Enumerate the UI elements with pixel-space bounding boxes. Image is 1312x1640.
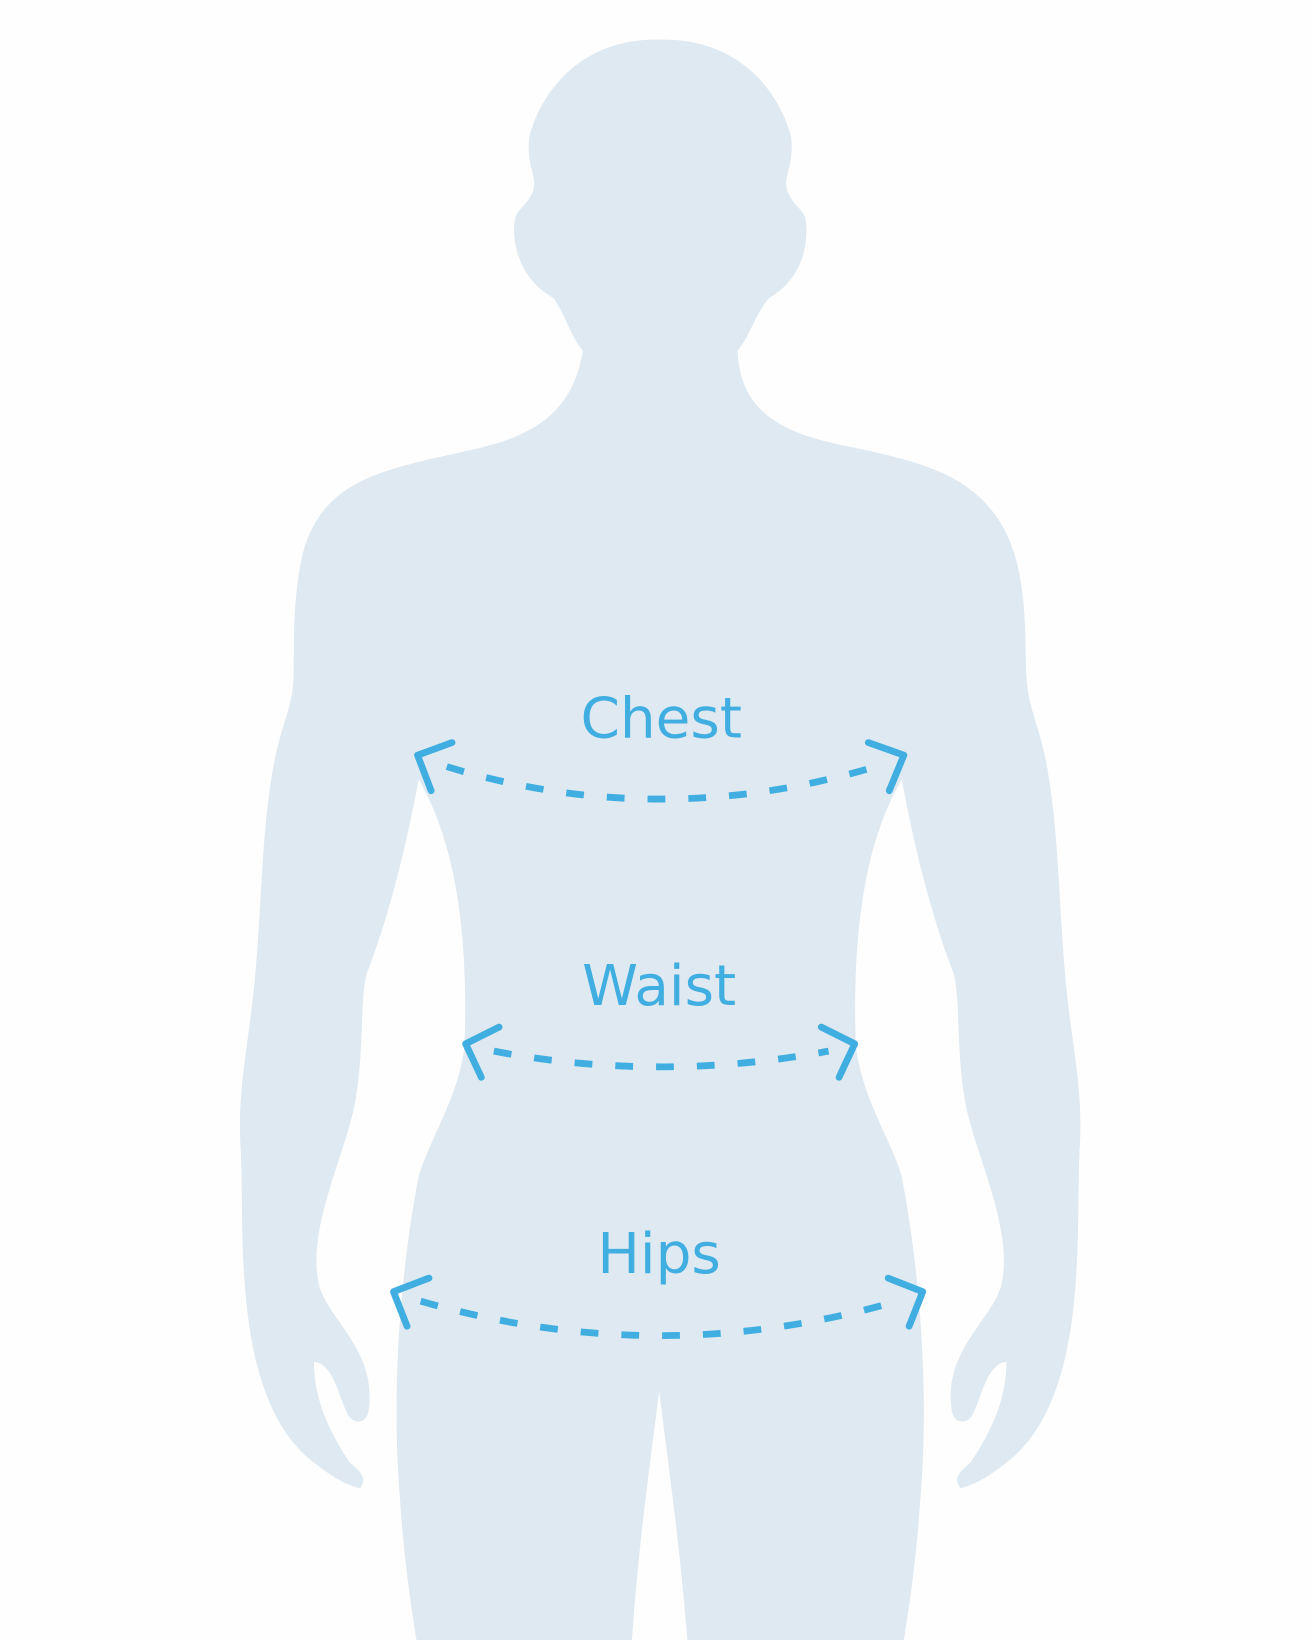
chest-measurement: Chest	[414, 686, 908, 803]
chest-dashed-arc	[445, 763, 877, 803]
hips-right-arrowhead-icon	[884, 1274, 927, 1330]
waist-left-arrowhead-icon	[462, 1023, 503, 1081]
hips-label: Hips	[597, 1222, 720, 1287]
chest-left-arrowhead-icon	[414, 739, 456, 795]
chest-label: Chest	[580, 686, 742, 751]
hips-measurement: Hips	[390, 1222, 927, 1339]
chest-right-arrowhead-icon	[864, 739, 908, 795]
waist-right-arrowhead-icon	[817, 1023, 859, 1081]
hips-left-arrowhead-icon	[390, 1274, 433, 1330]
hips-dashed-arc	[419, 1297, 899, 1339]
body-silhouette	[239, 39, 1081, 1640]
waist-dashed-arc	[493, 1047, 830, 1071]
waist-label: Waist	[582, 954, 736, 1019]
waist-measurement: Waist	[462, 954, 859, 1081]
